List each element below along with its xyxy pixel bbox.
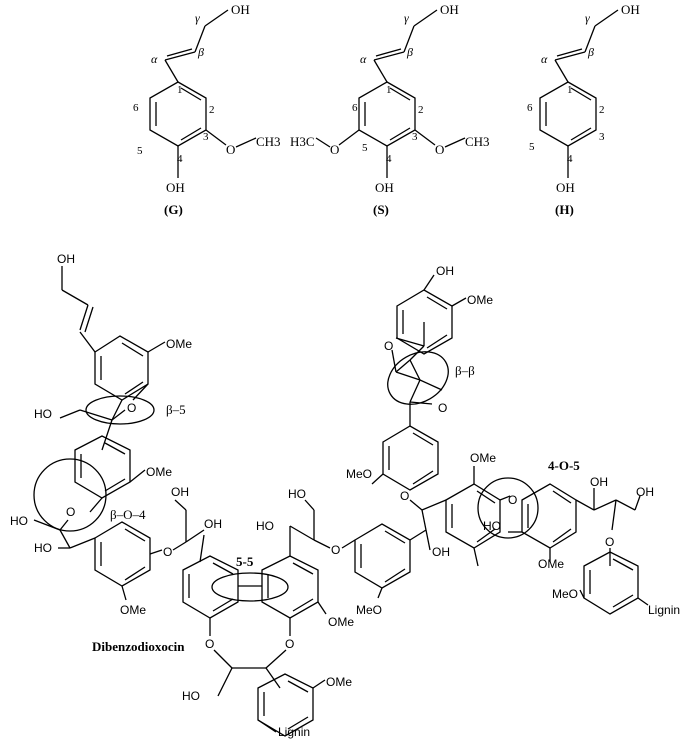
s-o-right: O bbox=[435, 142, 444, 157]
g-code: (G) bbox=[164, 202, 183, 217]
g-num-1: 1 bbox=[177, 84, 183, 96]
g-num-6: 6 bbox=[133, 102, 139, 114]
g-oh-top: OH bbox=[231, 2, 250, 17]
g-num-5: 5 bbox=[137, 145, 143, 157]
beta5-marker bbox=[85, 395, 155, 425]
five5-marker bbox=[211, 572, 289, 602]
poly-ome-6: OMe bbox=[467, 293, 493, 307]
h-num-4: 4 bbox=[567, 153, 573, 165]
h-alpha: α bbox=[541, 52, 548, 66]
poly-ho-1: HO bbox=[34, 407, 52, 421]
s-ch3: CH3 bbox=[465, 134, 490, 149]
poly-meo-2: MeO bbox=[346, 467, 372, 481]
poly-ho-4: HO bbox=[182, 689, 200, 703]
poly-o-furan1: O bbox=[127, 401, 136, 415]
h-num-2: 2 bbox=[599, 104, 605, 116]
poly-ho-3: HO bbox=[34, 541, 52, 555]
h-oh-bottom: OH bbox=[556, 180, 575, 195]
poly-ome-4: OMe bbox=[328, 615, 354, 629]
s-beta: β bbox=[406, 45, 413, 59]
s-oh-bottom: OH bbox=[375, 180, 394, 195]
poly-ome-5: OMe bbox=[326, 675, 352, 689]
h-code: (H) bbox=[555, 202, 574, 217]
s-code: (S) bbox=[373, 202, 389, 217]
h-num-5: 5 bbox=[529, 141, 535, 153]
g-beta: β bbox=[197, 45, 204, 59]
g-num-4: 4 bbox=[177, 153, 183, 165]
poly-o-dx1: O bbox=[205, 637, 214, 651]
g-num-3: 3 bbox=[203, 131, 209, 143]
h-oh-top: OH bbox=[621, 2, 640, 17]
s-h3c: H3C bbox=[290, 134, 315, 149]
linkage-5-5: 5-5 bbox=[236, 554, 254, 569]
linkage-beta-beta: β–β bbox=[455, 363, 475, 378]
poly-lignin-2: Lignin bbox=[648, 603, 680, 617]
s-oh-top: OH bbox=[440, 2, 459, 17]
s-alpha: α bbox=[360, 52, 367, 66]
lignin-polymer: OH OMe O HO β–5 OMe β–O–4 O bbox=[10, 252, 680, 739]
poly-ho-7: HO bbox=[483, 519, 501, 533]
h-num-1: 1 bbox=[567, 84, 573, 96]
poly-meo-1: MeO bbox=[356, 603, 382, 617]
g-ch3: CH3 bbox=[256, 134, 281, 149]
s-num-5: 5 bbox=[362, 142, 368, 154]
s-gamma: γ bbox=[404, 11, 409, 25]
s-num-2: 2 bbox=[418, 104, 424, 116]
linkage-beta-o-4: β–O–4 bbox=[110, 507, 146, 522]
g-gamma: γ bbox=[195, 11, 200, 25]
poly-o-e: O bbox=[331, 543, 340, 557]
poly-ome-2: OMe bbox=[146, 465, 172, 479]
dibenzodioxocin-label: Dibenzodioxocin bbox=[92, 639, 185, 654]
monomer-h: OH γ β α 1 2 3 4 5 6 OH (H) bbox=[527, 2, 640, 217]
poly-ome-1: OMe bbox=[166, 337, 192, 351]
beta-beta-marker bbox=[387, 351, 449, 405]
h-num-6: 6 bbox=[527, 102, 533, 114]
poly-o-bo4: O bbox=[66, 505, 75, 519]
poly-ho-6: HO bbox=[288, 487, 306, 501]
s-o-left: O bbox=[330, 142, 339, 157]
four-o-5-marker bbox=[477, 477, 539, 539]
poly-oh-c2: OH bbox=[204, 517, 222, 531]
linkage-beta5: β–5 bbox=[166, 402, 186, 417]
g-o: O bbox=[226, 142, 235, 157]
poly-lignin-1: Lignin bbox=[278, 725, 310, 739]
poly-o-dx2: O bbox=[285, 637, 294, 651]
monomer-s: OH γ β α 1 2 3 4 5 6 OH O CH3 O H3C (S) bbox=[290, 2, 490, 217]
s-num-4: 4 bbox=[386, 153, 392, 165]
poly-o-g: O bbox=[400, 489, 409, 503]
poly-ome-7: OMe bbox=[470, 451, 496, 465]
poly-ho-5: HO bbox=[256, 519, 274, 533]
poly-meo-3: MeO bbox=[552, 587, 578, 601]
h-num-3: 3 bbox=[599, 131, 605, 143]
poly-o-bb2: O bbox=[384, 339, 393, 353]
poly-ome-3: OMe bbox=[120, 603, 146, 617]
h-gamma: γ bbox=[585, 11, 590, 25]
poly-oh-k1: OH bbox=[590, 475, 608, 489]
linkage-4-o-5: 4-O-5 bbox=[548, 458, 580, 473]
poly-ome-8: OMe bbox=[538, 557, 564, 571]
poly-oh-g: OH bbox=[432, 545, 450, 559]
poly-ho-2: HO bbox=[10, 514, 28, 528]
h-beta: β bbox=[587, 45, 594, 59]
g-oh-bottom: OH bbox=[166, 180, 185, 195]
g-num-2: 2 bbox=[209, 104, 215, 116]
poly-o-bb1: O bbox=[438, 401, 447, 415]
poly-oh-c1: OH bbox=[171, 485, 189, 499]
poly-o-k: O bbox=[605, 535, 614, 549]
poly-oh-top-right: OH bbox=[436, 264, 454, 278]
s-num-6: 6 bbox=[352, 102, 358, 114]
g-alpha: α bbox=[151, 52, 158, 66]
poly-oh-k2: OH bbox=[636, 485, 654, 499]
poly-o-4o5: O bbox=[508, 493, 517, 507]
beta-o-4-marker bbox=[33, 458, 107, 532]
poly-o-c: O bbox=[163, 545, 172, 559]
s-num-1: 1 bbox=[386, 84, 392, 96]
monomer-g: OH γ β α 1 2 3 4 5 6 OH O CH3 (G) bbox=[133, 2, 281, 217]
poly-oh-top-left: OH bbox=[57, 252, 75, 266]
s-num-3: 3 bbox=[412, 131, 418, 143]
